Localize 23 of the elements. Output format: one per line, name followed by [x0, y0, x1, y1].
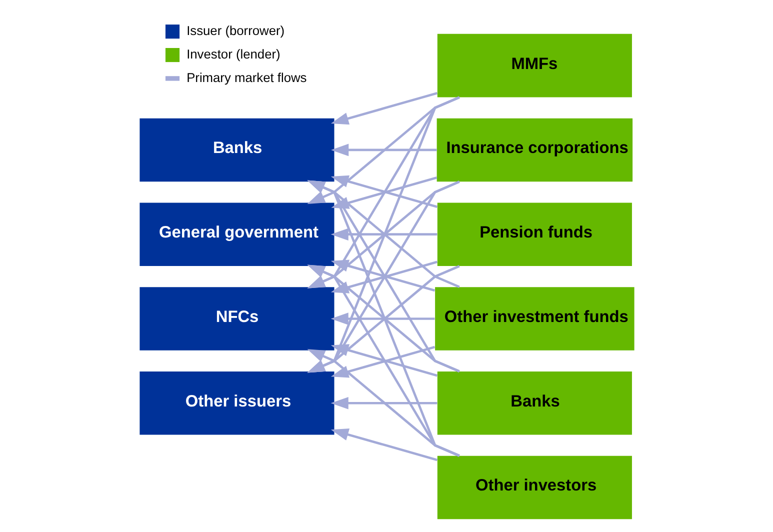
node-box: Pension funds — [436, 202, 632, 266]
arrow — [330, 312, 434, 325]
arrow — [306, 180, 460, 457]
arrow — [330, 228, 437, 241]
arrow — [306, 96, 460, 373]
node-box: Other issuers — [139, 372, 334, 435]
node-box: NFCs — [139, 287, 334, 350]
legend-label: Investor (lender) — [186, 46, 280, 62]
arrow — [330, 92, 438, 125]
legend-label: Issuer (borrower) — [186, 22, 284, 38]
node-box: Banks — [436, 372, 632, 435]
node-box: Other investment funds — [434, 287, 634, 350]
node-box: Insurance corporations — [436, 118, 632, 182]
arrow — [306, 264, 460, 457]
arrow — [306, 349, 460, 457]
node-box: Other investors — [436, 456, 632, 520]
legend-label: Primary market flows — [186, 70, 306, 85]
arrow — [330, 396, 437, 410]
node-box: Banks — [139, 118, 334, 182]
arrow — [330, 144, 436, 156]
node-box: MMFs — [436, 34, 632, 98]
node-box: General government — [139, 202, 334, 266]
arrow — [330, 428, 438, 462]
